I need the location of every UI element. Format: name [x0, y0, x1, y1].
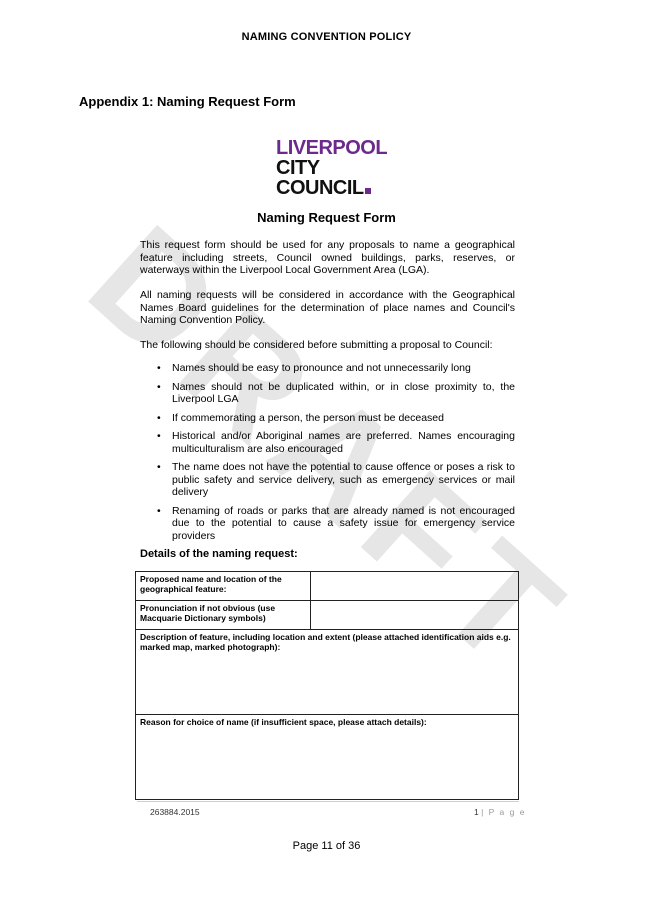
footer-divider [137, 801, 519, 802]
guidelines-paragraph: All naming requests will be considered i… [140, 289, 515, 326]
list-item: If commemorating a person, the person mu… [155, 412, 515, 425]
table-row: Reason for choice of name (if insufficie… [135, 714, 519, 800]
council-logo: LIVERPOOL CITY COUNCIL [276, 137, 388, 198]
proposed-name-label: Proposed name and location of the geogra… [135, 571, 311, 601]
list-item: Renaming of roads or parks that are alre… [155, 505, 515, 543]
intro-paragraph: This request form should be used for any… [140, 239, 515, 276]
list-item: Names should not be duplicated within, o… [155, 381, 515, 406]
inner-page-number: 1 | P a g e [474, 807, 526, 817]
table-row: Proposed name and location of the geogra… [135, 571, 519, 601]
running-header: NAMING CONVENTION POLICY [241, 31, 412, 43]
details-heading: Details of the naming request: [140, 548, 298, 560]
list-item: Historical and/or Aboriginal names are p… [155, 430, 515, 455]
form-title: Naming Request Form [257, 210, 396, 225]
page-number: Page 11 of 36 [292, 840, 361, 852]
pronunciation-field[interactable] [310, 600, 519, 630]
description-field[interactable]: Description of feature, including locati… [135, 629, 519, 715]
table-row: Pronunciation if not obvious (use Macqua… [135, 600, 519, 630]
inner-page-num: 1 [474, 807, 479, 817]
details-table: Proposed name and location of the geogra… [135, 571, 519, 800]
inner-page-word: | P a g e [481, 807, 526, 817]
list-item: The name does not have the potential to … [155, 461, 515, 499]
proposed-name-field[interactable] [310, 571, 519, 601]
criteria-list: Names should be easy to pronounce and no… [155, 362, 515, 548]
reason-field[interactable]: Reason for choice of name (if insufficie… [135, 714, 519, 800]
list-item: Names should be easy to pronounce and no… [155, 362, 515, 375]
logo-square-icon [364, 188, 371, 194]
document-reference: 263884.2015 [150, 807, 200, 817]
logo-line-1: LIVERPOOL [276, 137, 388, 159]
considerations-paragraph: The following should be considered befor… [140, 339, 493, 351]
pronunciation-label: Pronunciation if not obvious (use Macqua… [135, 600, 311, 630]
logo-line-3: COUNCIL [276, 178, 387, 198]
appendix-heading: Appendix 1: Naming Request Form [79, 94, 296, 109]
table-row: Description of feature, including locati… [135, 629, 519, 715]
logo-line-2: CITY [276, 157, 320, 179]
